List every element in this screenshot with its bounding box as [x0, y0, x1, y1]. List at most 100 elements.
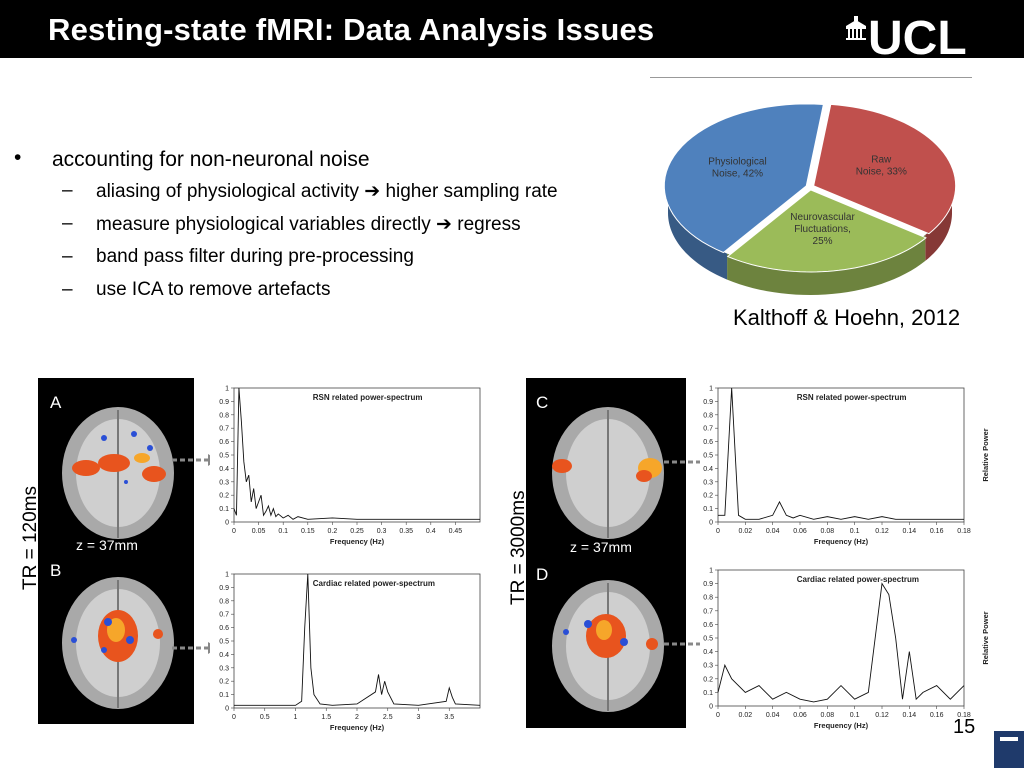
y-tick-label: 0 — [225, 520, 229, 527]
x-tick-label: 3 — [417, 714, 421, 721]
x-tick-label: 0.08 — [821, 712, 835, 719]
y-tick-label: 0.9 — [703, 581, 713, 588]
x-tick-label: 0.25 — [350, 528, 364, 535]
spectrum-line — [718, 387, 964, 520]
tr-label-right: TR = 3000ms — [508, 490, 529, 605]
x-tick-label: 0.18 — [957, 712, 971, 719]
panel-label-a: A — [50, 393, 62, 412]
panel-label-c: C — [536, 393, 548, 412]
bullet-main-text: accounting for non-neuronal noise — [52, 148, 370, 171]
y-tick-label: 0.4 — [219, 652, 229, 659]
citation: Kalthoff & Hoehn, 2012 — [733, 305, 961, 330]
x-tick-label: 0.12 — [875, 528, 889, 535]
x-axis-label: Frequency (Hz) — [814, 721, 869, 730]
y-tick-label: 0.8 — [703, 595, 713, 602]
slide-title: Resting-state fMRI: Data Analysis Issues — [48, 12, 655, 47]
pie-slice — [663, 103, 824, 254]
x-tick-label: 0.45 — [449, 528, 463, 535]
y-tick-label: 0.1 — [703, 506, 713, 513]
y-tick-label: 0.6 — [219, 625, 229, 632]
bullet-main: • accounting for non-neuronal noise — [14, 146, 674, 180]
y-tick-label: 0.4 — [219, 466, 229, 473]
svg-text:TR = 3000ms: TR = 3000ms — [508, 490, 529, 605]
arrow-icon: ➔ — [364, 181, 381, 202]
panel-label-d: D — [536, 565, 548, 584]
svg-text:UCL: UCL — [868, 12, 967, 56]
x-tick-label: 0.06 — [793, 528, 807, 535]
divider-line — [650, 77, 972, 78]
x-tick-label: 0.12 — [875, 712, 889, 719]
title-bar: Resting-state fMRI: Data Analysis Issues… — [0, 0, 1024, 58]
y-tick-label: 0.6 — [219, 439, 229, 446]
y-tick-label: 0.6 — [703, 439, 713, 446]
sub-bullet: – aliasing of physiological activity ➔ h… — [62, 180, 558, 202]
x-tick-label: 0.5 — [260, 714, 270, 721]
x-tick-label: 0.04 — [766, 528, 780, 535]
arrow-icon: ➔ — [436, 214, 452, 235]
sub-bullet: – band pass filter during pre-processing — [62, 246, 414, 267]
y-tick-label: 0.7 — [703, 426, 713, 433]
x-tick-label: 0.2 — [328, 528, 338, 535]
chart-title: RSN related power-spectrum — [313, 393, 423, 402]
x-axis-label: Frequency (Hz) — [814, 537, 869, 546]
x-tick-label: 0.06 — [793, 712, 807, 719]
y-tick-label: 0.8 — [703, 412, 713, 419]
x-tick-label: 2 — [355, 714, 359, 721]
x-tick-label: 0.02 — [739, 528, 753, 535]
y-tick-label: 0.7 — [703, 608, 713, 615]
spectrum-line — [234, 573, 481, 706]
y-tick-label: 0.5 — [703, 636, 713, 643]
x-tick-label: 0.3 — [377, 528, 387, 535]
y-tick-label: 0.2 — [219, 679, 229, 686]
y-tick-label: 0.5 — [219, 453, 229, 460]
ucl-logo: UCL — [846, 12, 967, 56]
bullet-dot: • — [14, 146, 22, 169]
y-tick-label: 0.7 — [219, 426, 229, 433]
y-tick-label: 0.6 — [703, 622, 713, 629]
y-tick-label: 0 — [709, 520, 713, 527]
y-tick-label: 0.8 — [219, 598, 229, 605]
x-tick-label: 0.14 — [903, 712, 917, 719]
y-tick-label: 0.3 — [703, 663, 713, 670]
y-tick-label: 0.9 — [219, 585, 229, 592]
panel-label-b: B — [50, 561, 61, 580]
y-tick-label: 0.2 — [703, 676, 713, 683]
y-tick-label: 1 — [225, 386, 229, 393]
pie-slice-side — [727, 234, 926, 295]
x-tick-label: 1.5 — [321, 714, 331, 721]
x-tick-label: 0.05 — [252, 528, 266, 535]
y-tick-label: 0.2 — [703, 493, 713, 500]
y-tick-label: 0.3 — [703, 479, 713, 486]
x-tick-label: 0 — [716, 528, 720, 535]
x-tick-label: 0.1 — [850, 528, 860, 535]
pie-slice — [726, 189, 927, 273]
y-tick-label: 1 — [709, 386, 713, 393]
svg-text:z = 37mm: z = 37mm — [570, 539, 632, 555]
x-tick-label: 0.1 — [850, 712, 860, 719]
spectrum-line — [717, 582, 965, 703]
pie-slice — [813, 103, 957, 235]
spectrum-line — [233, 387, 480, 520]
y-tick-label: 0.4 — [703, 466, 713, 473]
y-tick-label: 0.8 — [219, 412, 229, 419]
x-tick-label: 1 — [294, 714, 298, 721]
sub-bullet: – use ICA to remove artefacts — [62, 279, 331, 300]
y-tick-label: 1 — [225, 572, 229, 579]
nav-icon[interactable] — [994, 731, 1024, 768]
y-tick-label: 0.7 — [219, 612, 229, 619]
y-tick-label: 0.4 — [703, 649, 713, 656]
x-tick-label: 0.16 — [930, 712, 944, 719]
x-tick-label: 0.1 — [278, 528, 288, 535]
y-tick-label: 0.3 — [219, 665, 229, 672]
chart-title: Cardiac related power-spectrum — [313, 579, 435, 588]
chart-title: Cardiac related power-spectrum — [797, 575, 919, 584]
sub-bullet: – measure physiological variables direct… — [62, 213, 521, 235]
x-tick-label: 0 — [716, 712, 720, 719]
y-tick-label: 0.1 — [219, 506, 229, 513]
